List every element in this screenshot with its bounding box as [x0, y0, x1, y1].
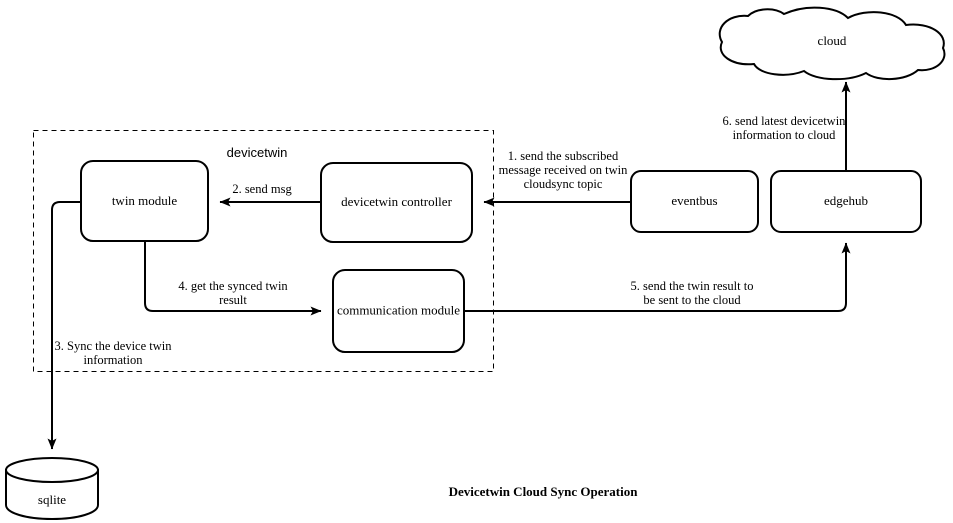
edge-1-label-line-3: cloudsync topic: [524, 177, 603, 191]
edge-3-label-line-2: information: [83, 353, 143, 367]
devicetwin-group-boundary: [33, 130, 494, 372]
edge-2-label: 2. send msg: [232, 182, 292, 196]
node-devicetwin-controller[interactable]: devicetwin controller: [320, 162, 473, 243]
node-edgehub[interactable]: edgehub: [770, 170, 922, 233]
eventbus-box[interactable]: [630, 170, 759, 233]
edge-1-label-line-1: 1. send the subscribed: [508, 149, 619, 163]
cloud-label: cloud: [818, 33, 847, 48]
edgehub-box[interactable]: [770, 170, 922, 233]
node-twin-module[interactable]: twin module: [80, 160, 209, 242]
sqlite-cylinder-top: [5, 457, 99, 483]
edge-4-label: 4. get the synced twin result: [178, 279, 288, 307]
devicetwin-controller-label: devicetwin controller: [341, 194, 452, 209]
edge-3-twin-module-to-sqlite: [47, 201, 81, 450]
edge-5-label: 5. send the twin result to be sent to th…: [631, 279, 754, 307]
edge-1-label-line-2: message received on twin: [499, 163, 629, 177]
edge-4-twin-module-to-communication-module: [144, 241, 322, 316]
edge-4-label-line-1: 4. get the synced twin: [178, 279, 288, 293]
node-sqlite[interactable]: sqlite: [5, 457, 99, 521]
edge-6-label-line-2: information to cloud: [733, 128, 837, 142]
edge-5-communication-module-to-edgehub: [464, 242, 851, 312]
edgehub-label: edgehub: [824, 193, 868, 208]
edge-6-label-line-1: 6. send latest devicetwin: [723, 114, 847, 128]
cloud-shape[interactable]: [718, 6, 946, 81]
edge-3-label-line-1: 3. Sync the device twin: [55, 339, 173, 353]
devicetwin-controller-box[interactable]: [320, 162, 473, 243]
edge-4-label-line-2: result: [219, 293, 247, 307]
node-communication-module[interactable]: communication module: [332, 269, 465, 353]
eventbus-label: eventbus: [671, 193, 717, 208]
diagram-caption: Devicetwin Cloud Sync Operation: [449, 484, 639, 499]
communication-module-box[interactable]: [332, 269, 465, 353]
edge-6-label: 6. send latest devicetwin information to…: [723, 114, 847, 142]
node-eventbus[interactable]: eventbus: [630, 170, 759, 233]
twin-module-label: twin module: [112, 193, 178, 208]
communication-module-label: communication module: [337, 302, 460, 317]
devicetwin-group-label: devicetwin: [227, 145, 288, 160]
sqlite-cylinder-body[interactable]: [5, 469, 99, 521]
edge-3-label: 3. Sync the device twin information: [55, 339, 173, 367]
twin-module-box[interactable]: [80, 160, 209, 242]
edge-5-label-line-2: be sent to the cloud: [643, 293, 741, 307]
edge-2-label-line-1: 2. send msg: [232, 182, 292, 196]
sqlite-label: sqlite: [38, 492, 66, 507]
edge-1-label: 1. send the subscribed message received …: [499, 149, 629, 191]
edge-5-label-line-1: 5. send the twin result to: [631, 279, 754, 293]
node-cloud[interactable]: cloud: [718, 6, 946, 81]
